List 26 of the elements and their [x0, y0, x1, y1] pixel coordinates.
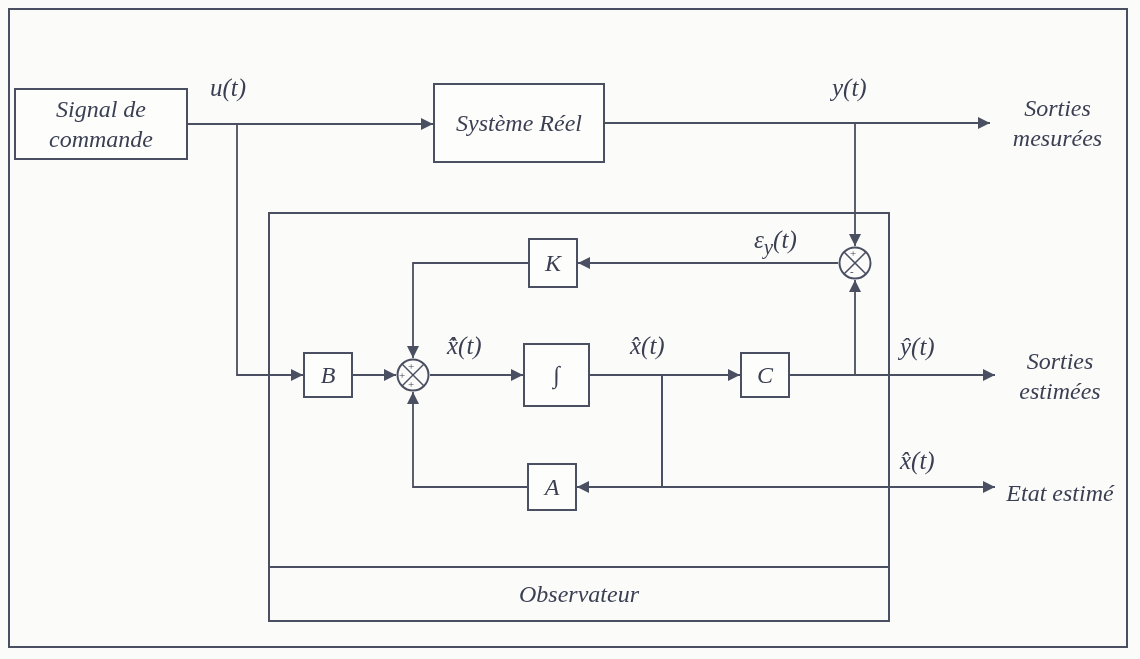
block-box: Signal de commande	[14, 88, 188, 160]
arrow	[429, 369, 524, 381]
block-title: Observateur	[519, 580, 639, 609]
summing-junction	[838, 246, 872, 280]
output-label: Etat estimé	[1006, 478, 1114, 508]
block-box: B	[303, 352, 353, 398]
arrow	[187, 123, 304, 381]
sign-label: +	[850, 248, 857, 259]
block-box: K	[528, 238, 578, 288]
sign-label: +	[408, 361, 415, 372]
output-label: Sorties mesurées	[1011, 94, 1104, 153]
arrow	[407, 391, 528, 488]
summing-junction	[396, 358, 430, 392]
block-box: ∫	[523, 343, 590, 407]
observer-box	[268, 212, 890, 622]
output-label: Sorties estimées	[1018, 346, 1102, 406]
arrow	[407, 262, 529, 359]
block-box: A	[527, 463, 577, 511]
sign-label: +	[408, 379, 415, 390]
block-box: C	[740, 352, 790, 398]
sign-label: +	[399, 370, 406, 381]
block-box: Système Réel	[433, 83, 605, 163]
arrow	[577, 257, 839, 269]
sign-label: -	[850, 266, 854, 277]
arrow	[789, 279, 861, 376]
arrow	[352, 369, 397, 381]
